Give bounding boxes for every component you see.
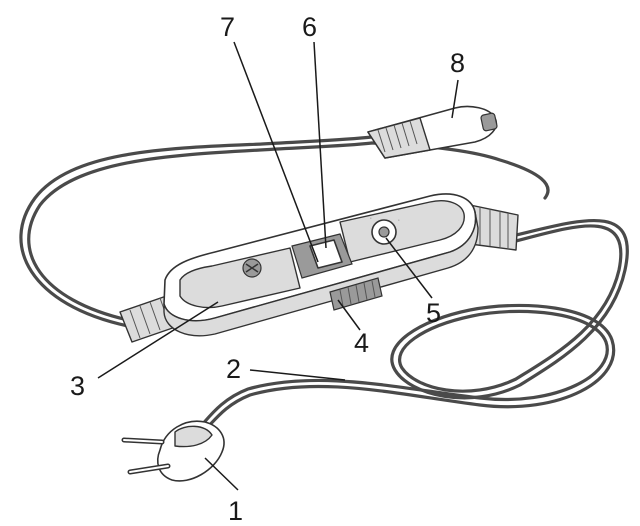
power-cord (19, 135, 629, 432)
svg-text:∙: ∙ (398, 217, 400, 224)
callout-4: 4 (354, 328, 369, 358)
callout-6: 6 (302, 12, 317, 42)
callout-7: 7 (220, 12, 235, 42)
callout-8: 8 (450, 48, 465, 78)
callout-1: 1 (228, 496, 243, 526)
leader-lines (97, 41, 459, 491)
side-switch (329, 277, 383, 311)
callout-labels: 1 2 3 4 5 6 7 8 (70, 12, 465, 526)
mains-plug (121, 420, 225, 482)
svg-text:∙: ∙ (370, 215, 372, 222)
adapter-housing: ∙ ∙ (119, 193, 519, 343)
callout-5: 5 (426, 298, 441, 328)
callout-3: 3 (70, 371, 85, 401)
appliance-connector (367, 105, 498, 159)
callout-2: 2 (226, 354, 241, 384)
